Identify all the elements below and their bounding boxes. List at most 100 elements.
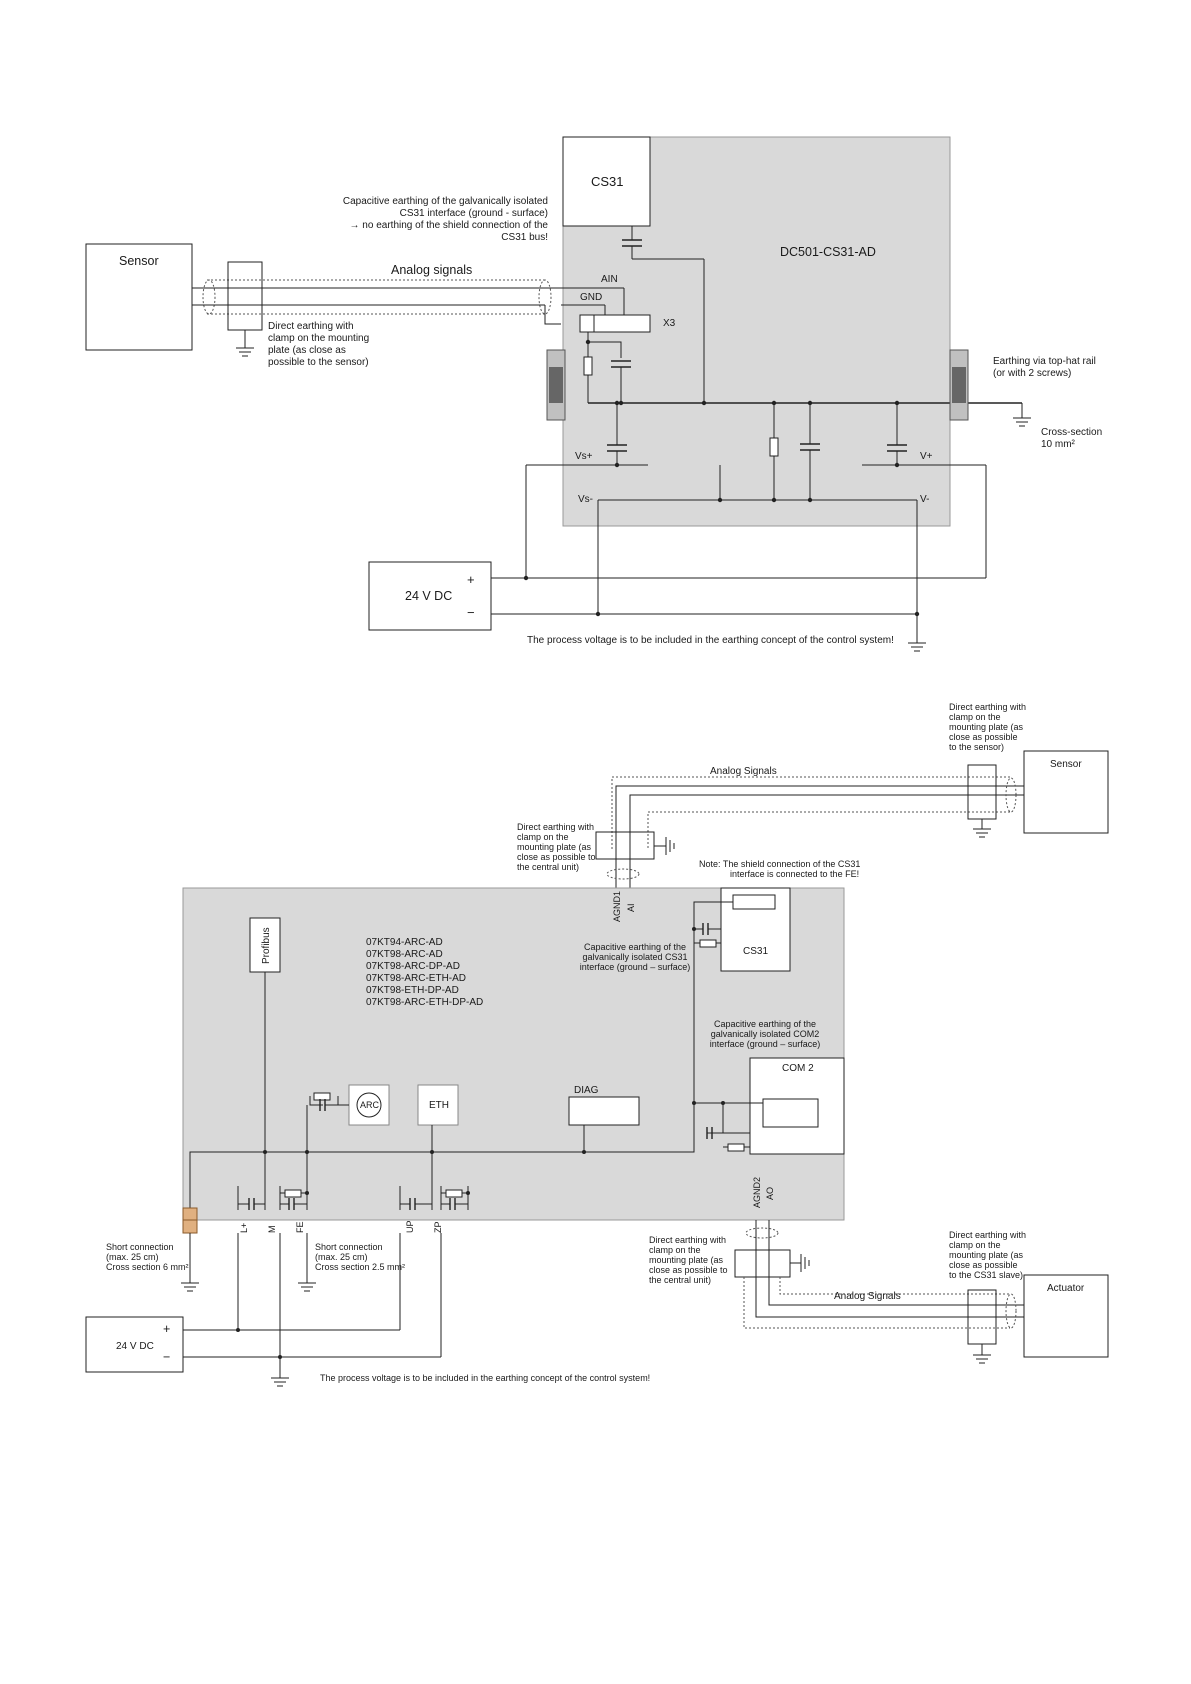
diag-box [568, 1096, 640, 1126]
svg-text:interface (ground – surface): interface (ground – surface) [710, 1039, 821, 1049]
svg-text:the central unit): the central unit) [649, 1275, 711, 1285]
svg-text:mounting plate (as: mounting plate (as [949, 722, 1024, 732]
svg-text:mounting plate (as: mounting plate (as [649, 1255, 724, 1265]
svg-text:CS31 interface (ground - surfa: CS31 interface (ground - surface) [400, 208, 548, 219]
svg-text:the central unit): the central unit) [517, 862, 579, 872]
svg-text:galvanically isolated COM2: galvanically isolated COM2 [711, 1029, 820, 1039]
sensor-earthing-note: Direct earthing with clamp on the mounti… [949, 702, 1026, 752]
supply-label-2: 24 V DC [116, 1341, 154, 1352]
central-earthing-note-top: Direct earthing with clamp on the mounti… [517, 822, 596, 872]
agnd2-label: AGND2 [752, 1177, 762, 1208]
svg-text:−: − [163, 1350, 170, 1364]
ai-label: AI [626, 903, 636, 912]
svg-text:−: − [467, 605, 475, 620]
capacitive-earthing-note: Capacitive earthing of the galvanically … [343, 196, 549, 243]
junctions-2 [236, 927, 725, 1359]
vs-plus-label: Vs+ [575, 451, 593, 462]
module-list: 07KT94-ARC-AD 07KT98-ARC-AD 07KT98-ARC-D… [366, 937, 483, 1008]
svg-text:close as possible: close as possible [949, 1260, 1018, 1270]
svg-text:Short connection: Short connection [106, 1242, 174, 1252]
svg-text:clamp on the mounting: clamp on the mounting [268, 333, 369, 344]
direct-earthing-note: Direct earthing with clamp on the mounti… [268, 321, 369, 368]
com2-label: COM 2 [782, 1063, 814, 1074]
com2-capacitive-note: Capacitive earthing of the galvanically … [710, 1019, 821, 1049]
svg-text:Cross section 2.5 mm²: Cross section 2.5 mm² [315, 1262, 405, 1272]
module-name: DC501-CS31-AD [780, 245, 876, 259]
svg-text:Direct earthing with: Direct earthing with [949, 702, 1026, 712]
svg-text:mounting plate (as: mounting plate (as [517, 842, 592, 852]
analog-cable [192, 279, 624, 315]
svg-text:close as possible to: close as possible to [517, 852, 596, 862]
ao-label: AO [765, 1187, 775, 1200]
sensor-box-2 [1023, 750, 1109, 834]
analog-signals-bottom: Analog Signals [834, 1291, 901, 1302]
svg-text:ZP: ZP [433, 1221, 443, 1233]
central-earthing-note-bottom: Direct earthing with clamp on the mounti… [649, 1235, 728, 1285]
slave-earthing-note: Direct earthing with clamp on the mounti… [949, 1230, 1026, 1280]
svg-text:(max. 25 cm): (max. 25 cm) [106, 1252, 159, 1262]
shield-clamp [227, 261, 263, 331]
cs31-capacitive-note: Capacitive earthing of the galvanically … [580, 942, 691, 972]
svg-text:Earthing via top-hat rail: Earthing via top-hat rail [993, 356, 1096, 367]
supply-box-1 [368, 561, 492, 631]
svg-text:L+: L+ [239, 1223, 249, 1233]
svg-text:interface is connected to the: interface is connected to the FE! [730, 869, 859, 879]
svg-text:10 mm²: 10 mm² [1041, 439, 1076, 450]
svg-text:Capacitive earthing of the gal: Capacitive earthing of the galvanically … [343, 196, 548, 207]
actuator-label: Actuator [1047, 1283, 1085, 1294]
svg-text:+: + [163, 1322, 170, 1336]
diagram-2: Direct earthing with clamp on the mounti… [85, 702, 1109, 1387]
shield-note: Note: The shield connection of the CS31 … [699, 859, 860, 879]
svg-text:+: + [467, 572, 475, 587]
terminal-labels: L+ M FE UP ZP [239, 1220, 443, 1233]
svg-text:Direct earthing with: Direct earthing with [949, 1230, 1026, 1240]
supply-label-1: 24 V DC [405, 589, 452, 603]
svg-text:07KT98-ARC-ETH-AD: 07KT98-ARC-ETH-AD [366, 973, 466, 984]
actuator-box [1023, 1274, 1109, 1358]
cs31-box [562, 136, 651, 227]
svg-text:Direct earthing with: Direct earthing with [268, 321, 354, 332]
svg-text:UP: UP [405, 1220, 415, 1233]
agnd1-label: AGND1 [612, 891, 622, 922]
svg-text:07KT94-ARC-AD: 07KT94-ARC-AD [366, 937, 443, 948]
junctions-1 [523, 339, 920, 617]
analog-signals-label: Analog signals [391, 263, 472, 277]
v-minus-label: V- [920, 494, 929, 505]
gnd-label: GND [580, 292, 602, 303]
svg-text:→ no earthing of the shield co: → no earthing of the shield connection o… [350, 220, 549, 231]
ain-label: AIN [601, 274, 618, 285]
svg-text:plate (as close as: plate (as close as [268, 345, 346, 356]
x3-terminal [579, 314, 651, 333]
cs31-label: CS31 [591, 174, 624, 189]
svg-text:Note: The shield connection of: Note: The shield connection of the CS31 [699, 859, 860, 869]
svg-text:mounting plate (as: mounting plate (as [949, 1250, 1024, 1260]
svg-text:07KT98-ARC-AD: 07KT98-ARC-AD [366, 949, 443, 960]
rail-earthing-note: Earthing via top-hat rail (or with 2 scr… [993, 356, 1096, 379]
svg-text:07KT98-ARC-DP-AD: 07KT98-ARC-DP-AD [366, 961, 460, 972]
x3-label: X3 [663, 318, 676, 329]
vs-minus-label: Vs- [578, 494, 593, 505]
v-plus-label: V+ [920, 451, 933, 462]
svg-text:clamp on the: clamp on the [649, 1245, 701, 1255]
svg-text:clamp on the: clamp on the [517, 832, 569, 842]
svg-text:close as possible: close as possible [949, 732, 1018, 742]
profibus-label: Profibus [261, 927, 272, 964]
svg-text:clamp on the: clamp on the [949, 712, 1001, 722]
process-voltage-note-2: The process voltage is to be included in… [320, 1373, 650, 1383]
svg-text:galvanically isolated CS31: galvanically isolated CS31 [582, 952, 687, 962]
svg-text:(max. 25 cm): (max. 25 cm) [315, 1252, 368, 1262]
svg-text:possible to the sensor): possible to the sensor) [268, 357, 369, 368]
sensor-label-2: Sensor [1050, 759, 1082, 770]
svg-text:to the sensor): to the sensor) [949, 742, 1004, 752]
process-voltage-note-1: The process voltage is to be included in… [527, 635, 894, 646]
svg-text:to the CS31 slave): to the CS31 slave) [949, 1270, 1023, 1280]
svg-text:clamp on the: clamp on the [949, 1240, 1001, 1250]
svg-text:interface (ground – surface): interface (ground – surface) [580, 962, 691, 972]
svg-text:Direct earthing with: Direct earthing with [649, 1235, 726, 1245]
svg-text:07KT98-ETH-DP-AD: 07KT98-ETH-DP-AD [366, 985, 459, 996]
svg-text:(or with 2 screws): (or with 2 screws) [993, 368, 1071, 379]
svg-text:close as possible to: close as possible to [649, 1265, 728, 1275]
cross-section-note: Cross-section 10 mm² [1041, 427, 1102, 450]
svg-text:CS31 bus!: CS31 bus! [501, 232, 548, 243]
